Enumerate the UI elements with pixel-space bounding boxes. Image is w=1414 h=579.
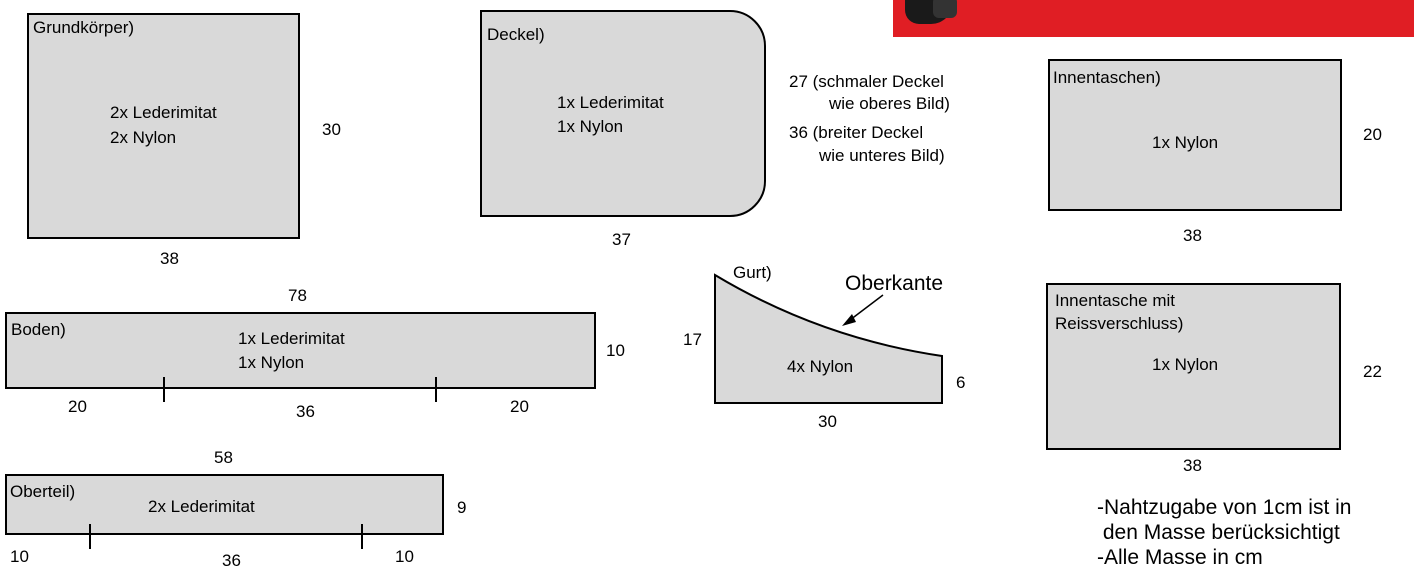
boden-title: Boden) [11,320,66,339]
oberteil-title: Oberteil) [10,482,76,501]
piece-oberteil [5,474,444,535]
innentaschen-title: Innentaschen) [1053,68,1161,87]
innentaschen-width: 38 [1183,226,1202,245]
note-line-1: -Nahtzugabe von 1cm ist in [1097,496,1352,519]
boden-tick-1 [163,377,165,402]
deckel-title: Deckel) [487,25,545,44]
product-photo [893,0,1414,37]
oberkante-arrow-head [842,314,856,326]
gurt-title: Gurt) [733,263,772,282]
innentaschen-material: 1x Nylon [1152,133,1219,152]
gurt-left-height: 17 [683,330,702,349]
boden-segment-1: 20 [68,397,87,416]
grundkoerper-title: Grundkörper) [33,18,135,37]
bag-buckle-image [933,0,957,18]
innentasche-rv-title-1: Innentasche mit [1055,291,1176,310]
boden-segment-2: 36 [296,402,315,421]
deckel-note-4: wie unteres Bild) [819,146,945,165]
oberteil-material: 2x Lederimitat [148,497,255,516]
oberteil-total: 58 [214,448,233,467]
deckel-material-2: 1x Nylon [557,117,624,136]
piece-grundkoerper [27,13,300,239]
innentasche-rv-height: 22 [1363,362,1382,381]
boden-height: 10 [606,341,625,360]
innentaschen-height: 20 [1363,125,1382,144]
grundkoerper-height: 30 [322,120,341,139]
gurt-right-height: 6 [956,373,966,392]
boden-total: 78 [288,286,307,305]
boden-material-1: 1x Lederimitat [238,329,345,348]
grundkoerper-material-1: 2x Lederimitat [110,103,217,122]
note-line-2: den Masse berücksichtigt [1097,521,1340,544]
deckel-material-1: 1x Lederimitat [557,93,664,112]
piece-deckel [480,10,766,217]
boden-tick-2 [435,377,437,402]
deckel-note-2: wie oberes Bild) [829,94,950,113]
piece-gurt [714,273,943,404]
piece-boden [5,312,596,389]
oberteil-segment-3: 10 [395,547,414,566]
innentasche-rv-material: 1x Nylon [1152,355,1219,374]
oberteil-segment-1: 10 [10,547,29,566]
piece-innentaschen [1048,59,1342,211]
deckel-note-1: 27 (schmaler Deckel [789,72,944,91]
deckel-width: 37 [612,230,631,249]
grundkoerper-material-2: 2x Nylon [110,128,177,147]
oberteil-tick-1 [89,524,91,549]
oberteil-height: 9 [457,498,467,517]
grundkoerper-width: 38 [160,249,179,268]
deckel-note-3: 36 (breiter Deckel [789,123,924,142]
gurt-material: 4x Nylon [787,357,854,376]
innentasche-rv-title-2: Reissverschluss) [1055,314,1184,333]
gurt-width: 30 [818,412,837,431]
note-line-3: -Alle Masse in cm [1097,546,1263,569]
oberkante-arrow-line [849,294,884,321]
oberteil-segment-2: 36 [222,551,241,570]
boden-material-2: 1x Nylon [238,353,305,372]
general-notes: -Nahtzugabe von 1cm ist in den Masse ber… [1097,495,1351,570]
oberteil-tick-2 [361,524,363,549]
gurt-edge-label: Oberkante [845,272,944,295]
innentasche-rv-width: 38 [1183,456,1202,475]
piece-innentasche-rv [1046,283,1341,450]
boden-segment-3: 20 [510,397,529,416]
